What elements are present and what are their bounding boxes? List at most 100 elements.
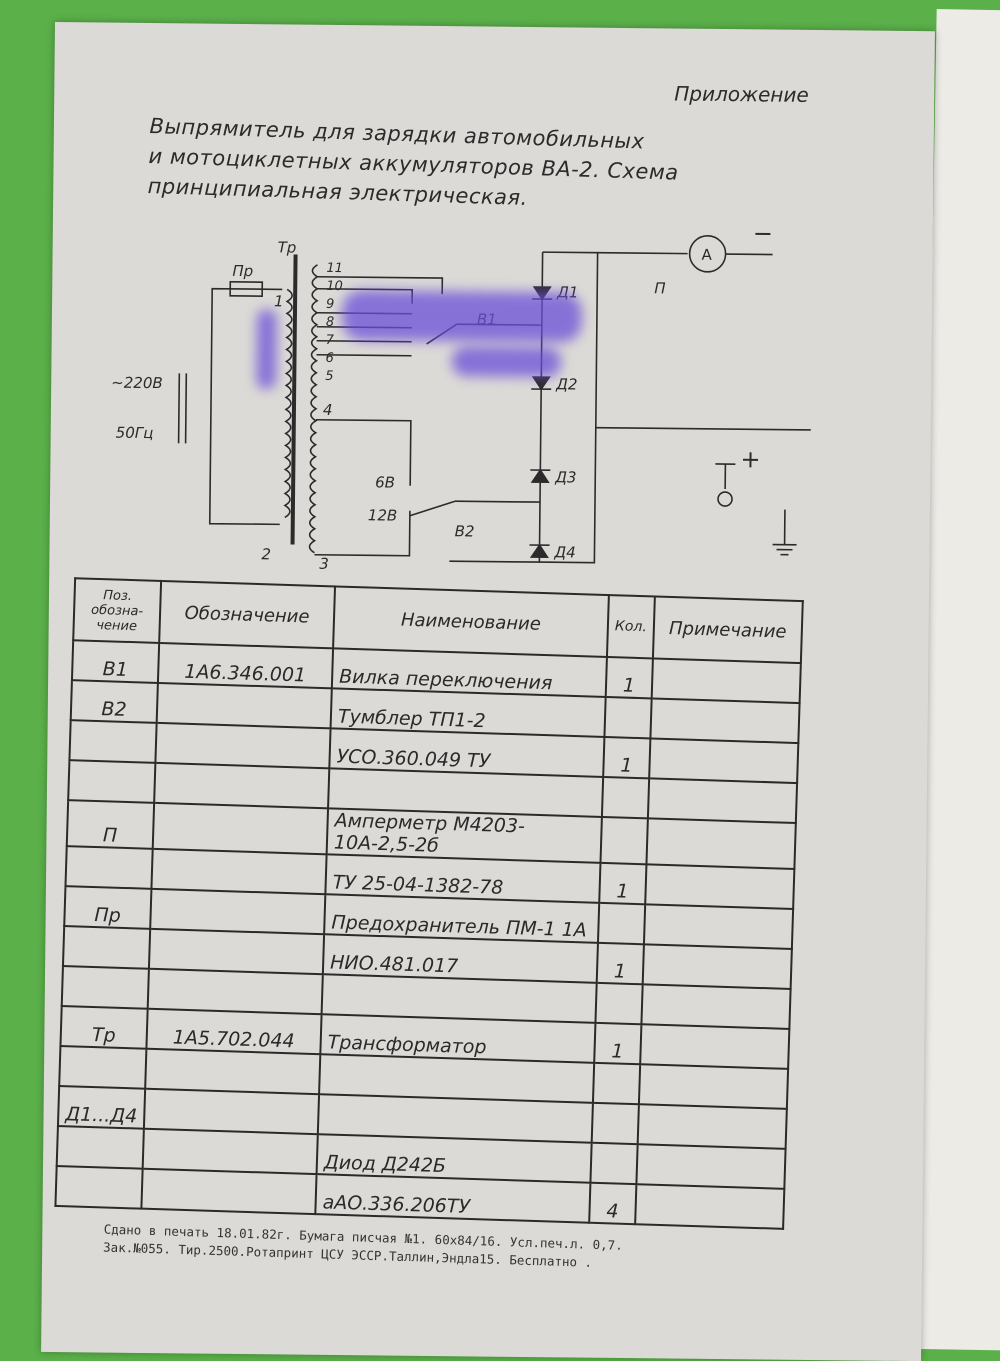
table-cell [63, 926, 150, 969]
table-cell: 1 [606, 657, 653, 698]
table-cell [143, 1129, 318, 1174]
table-cell: 4 [589, 1183, 636, 1224]
table-cell [55, 1166, 142, 1209]
document-title: Выпрямитель для зарядки автомобильных и … [147, 111, 680, 218]
table-cell [148, 969, 323, 1014]
table-cell: 1 [599, 863, 646, 904]
label-12v: 12В [368, 506, 398, 524]
table-cell: Тр [60, 1006, 147, 1049]
label-ammeter: А [702, 246, 713, 264]
label-d3: Д3 [554, 468, 576, 486]
table-cell [636, 1144, 785, 1189]
diode-d2 [533, 377, 549, 389]
table-cell: 1 [594, 1023, 641, 1064]
label-fuse: Пр [232, 262, 253, 280]
table-cell [154, 763, 329, 808]
parts-list-table: Поз. обозна- чение Обозначение Наименова… [54, 577, 803, 1230]
tap-label: 2 [261, 545, 271, 563]
col-header-position: Поз. обозна- чение [73, 578, 161, 643]
table-cell [153, 803, 328, 854]
circuit-schematic: Тр Пр ~220В 50Гц 1 2 3 4 5 6 7 8 9 10 11… [109, 213, 833, 581]
tap-label: 8 [326, 315, 334, 330]
table-cell: П [67, 800, 154, 849]
table-cell [145, 1049, 320, 1094]
table-cell [155, 723, 330, 768]
table-cell [593, 1063, 640, 1104]
table-cell [604, 697, 651, 738]
table-cell [645, 864, 794, 909]
table-cell [149, 929, 324, 974]
label-minus: − [753, 219, 773, 247]
table-cell [638, 1104, 787, 1149]
col-header-note: Примечание [653, 596, 803, 663]
primary-coil [285, 289, 292, 517]
diode-d4 [531, 545, 547, 557]
label-ammeter-ref: П [654, 279, 665, 297]
table-cell [650, 698, 799, 743]
switch-b2 [410, 501, 455, 516]
table-cell [646, 818, 795, 869]
table-cell [595, 983, 642, 1024]
table-cell [69, 720, 156, 763]
tap-label: 7 [326, 333, 335, 348]
table-cell: В2 [71, 680, 158, 723]
imprint: Сдано в печать 18.01.82г. Бумага писчая … [103, 1220, 794, 1278]
tap-label: 9 [326, 297, 334, 312]
col-header-designation: Обозначение [159, 581, 335, 648]
table-cell: В1 [72, 640, 159, 683]
table-cell [652, 658, 801, 703]
label-d2: Д2 [555, 375, 577, 393]
label-6v: 6В [375, 473, 395, 491]
table-cell [157, 683, 332, 728]
secondary-coil [309, 265, 317, 553]
label-d4: Д4 [553, 543, 575, 561]
table-cell: 1 [597, 943, 644, 984]
table-cell: аАО.336.206ТУ [315, 1174, 590, 1223]
tap-label: 6 [325, 351, 333, 366]
table-cell [65, 846, 152, 889]
tap-label: 10 [326, 279, 343, 294]
ink-smudge [256, 309, 277, 389]
table-cell [68, 760, 155, 803]
table-cell: Д1...Д4 [58, 1086, 145, 1129]
table-cell [150, 889, 325, 934]
tap-label: 3 [319, 555, 329, 573]
table-cell [57, 1126, 144, 1169]
table-cell [151, 849, 326, 894]
ink-smudge [342, 290, 583, 343]
table-cell [144, 1089, 319, 1134]
table-cell [62, 966, 149, 1009]
table-cell [141, 1169, 316, 1214]
diode-d3 [532, 470, 548, 482]
label-plus: + [740, 445, 760, 473]
label-mains-freq: 50Гц [116, 424, 154, 442]
label-switch-b2: В2 [455, 522, 475, 540]
col-header-qty: Кол. [607, 595, 655, 658]
tap-label: 1 [274, 292, 284, 310]
table-cell [602, 777, 649, 818]
table-cell [648, 778, 797, 823]
core-line [293, 255, 296, 545]
tap-label: 4 [323, 401, 333, 419]
table-cell [59, 1046, 146, 1089]
label-mains-voltage: ~220В [111, 374, 163, 393]
table-cell [641, 984, 790, 1029]
table-cell [600, 817, 647, 864]
tap-label: 11 [326, 261, 343, 276]
table-cell [635, 1184, 784, 1229]
table-cell: 1 [603, 737, 650, 778]
table-cell: 1А6.346.001 [158, 643, 333, 688]
document-page: Приложение Выпрямитель для зарядки автом… [41, 22, 935, 1361]
appendix-label: Приложение [674, 80, 809, 107]
table-cell [643, 944, 792, 989]
tap-label: 5 [325, 369, 333, 384]
table-cell [592, 1103, 639, 1144]
table-cell [640, 1024, 789, 1069]
label-transformer: Тр [278, 238, 297, 256]
lower-section: Поз. обозна- чение Обозначение Наименова… [53, 577, 814, 1278]
table-cell: 1А5.702.044 [146, 1009, 321, 1054]
col-header-name: Наименование [333, 586, 609, 657]
table-cell [649, 738, 798, 783]
table-cell: Пр [64, 886, 151, 929]
ink-smudge [451, 346, 561, 377]
